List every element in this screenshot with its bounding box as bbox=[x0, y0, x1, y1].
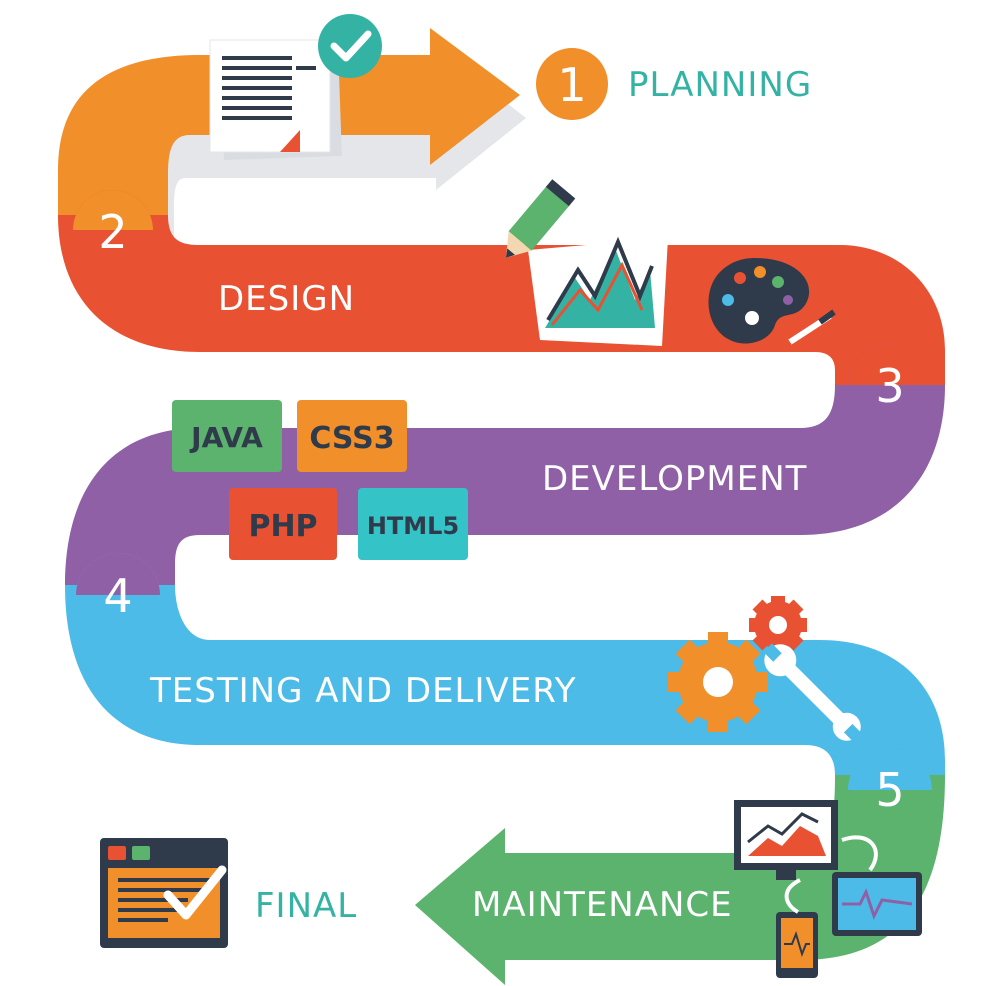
svg-text:HTML5: HTML5 bbox=[367, 512, 459, 540]
step-5-badge: 5 bbox=[848, 748, 932, 832]
document-check-icon bbox=[209, 14, 382, 161]
step-2-badge: 2 bbox=[73, 190, 153, 270]
browser-check-icon bbox=[100, 838, 228, 948]
step-2-number: 2 bbox=[98, 205, 127, 259]
testing-label: TESTING AND DELIVERY bbox=[149, 671, 577, 711]
step-4-number: 4 bbox=[103, 569, 132, 623]
step-3-badge: 3 bbox=[848, 343, 932, 427]
tech-tag-html5: HTML5 bbox=[358, 488, 468, 560]
palette-icon bbox=[708, 258, 836, 345]
planning-label: PLANNING bbox=[628, 65, 812, 105]
road-segment-design bbox=[58, 215, 945, 385]
maintenance-label: MAINTENANCE bbox=[472, 885, 733, 925]
svg-text:PHP: PHP bbox=[248, 509, 317, 544]
final-label: FINAL bbox=[255, 886, 357, 926]
devices-icon bbox=[734, 800, 922, 978]
step-5-number: 5 bbox=[875, 763, 904, 817]
gears-wrench-icon bbox=[668, 596, 863, 743]
tech-tag-php: PHP bbox=[229, 488, 337, 560]
step-1-number: 1 bbox=[557, 58, 586, 112]
design-label: DESIGN bbox=[218, 279, 355, 319]
step-3-number: 3 bbox=[875, 359, 904, 413]
svg-text:CSS3: CSS3 bbox=[309, 421, 394, 456]
development-label: DEVELOPMENT bbox=[542, 459, 807, 499]
step-4-badge: 4 bbox=[76, 553, 160, 637]
svg-text:JAVA: JAVA bbox=[189, 421, 263, 454]
tech-tag-css3: CSS3 bbox=[297, 400, 407, 472]
step-1-badge: 1 bbox=[536, 48, 608, 120]
tech-tag-java: JAVA bbox=[172, 400, 282, 472]
pencil-chart-icon bbox=[505, 179, 668, 346]
